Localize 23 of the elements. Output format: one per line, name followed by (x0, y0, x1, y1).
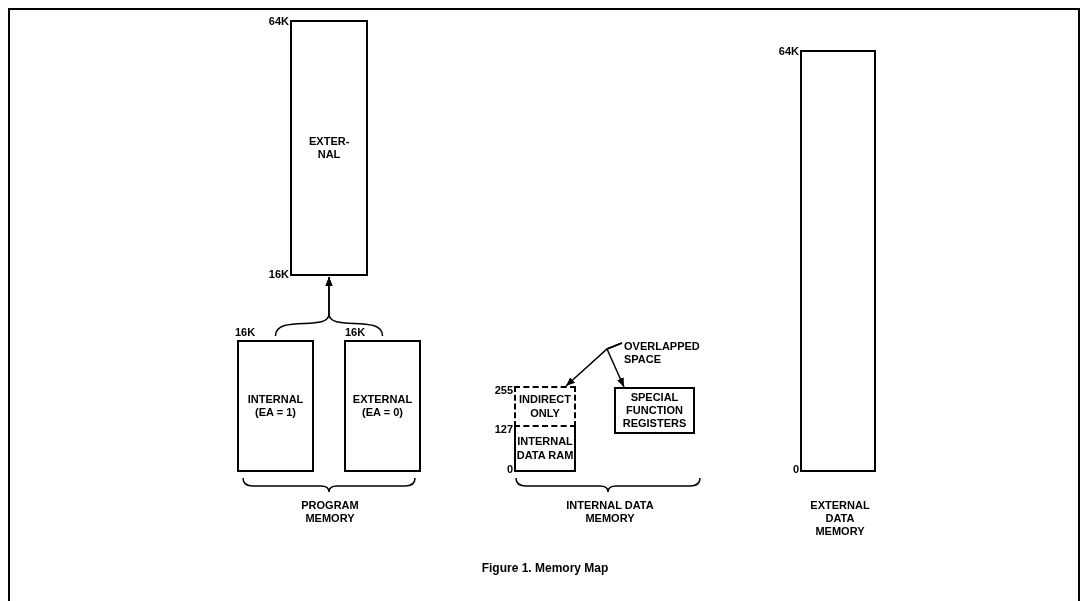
brace-arrow (325, 276, 384, 337)
memory-block: SPECIAL FUNCTION REGISTERS (614, 387, 695, 434)
address-label: 16K (345, 326, 367, 340)
section-label: PROGRAM MEMORY (300, 499, 360, 526)
memory-block (800, 50, 876, 472)
address-label: 64K (267, 15, 289, 29)
section-label: INTERNAL DATA MEMORY (565, 499, 655, 526)
callout-text: OVERLAPPED SPACE (624, 336, 708, 370)
leader-arrow (606, 342, 625, 388)
address-label: 16K (235, 326, 257, 340)
address-label: 127 (493, 423, 513, 437)
address-label: 0 (791, 463, 799, 477)
address-label: 255 (493, 384, 513, 398)
memory-block: INTERNAL DATA RAM (514, 427, 576, 472)
memory-block: INDIRECT ONLY (514, 386, 576, 427)
memory-block: INTERNAL (EA = 1) (237, 340, 314, 472)
memory-block: EXTER- NAL (290, 20, 368, 276)
section-label: EXTERNAL DATA MEMORY (809, 499, 871, 539)
memory-block: EXTERNAL (EA = 0) (344, 340, 421, 472)
address-label: 16K (267, 268, 289, 282)
figure-caption: Figure 1. Memory Map (480, 560, 610, 577)
address-label: 0 (505, 463, 513, 477)
address-label: 64K (777, 45, 799, 59)
